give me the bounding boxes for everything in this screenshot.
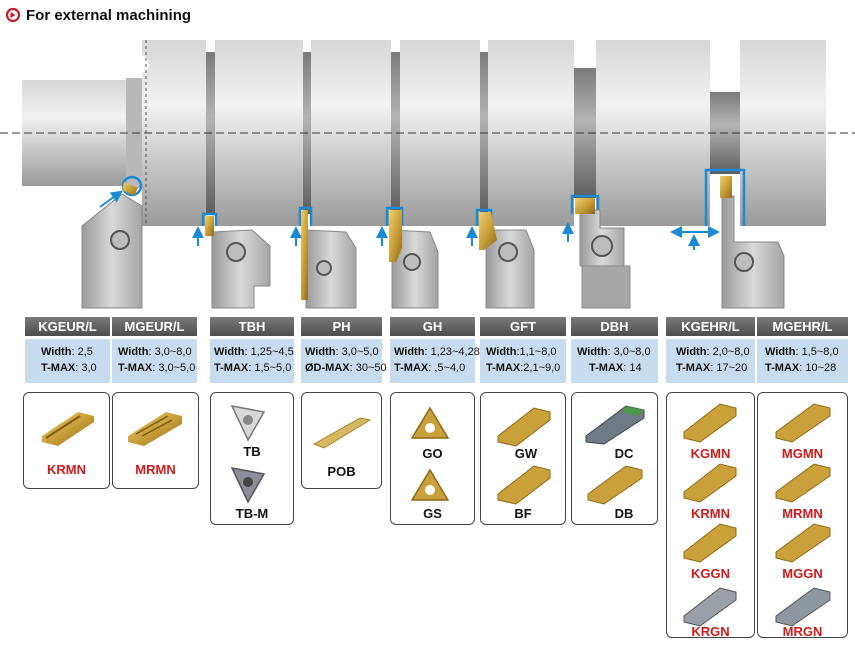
header-ph: PH (301, 317, 382, 336)
insert-krmn-image (42, 412, 94, 446)
insert-label: MRGN (782, 624, 823, 639)
insert-label: POB (327, 464, 356, 479)
insert-pob-image (312, 417, 372, 449)
insert-mrmn-2-image (775, 463, 831, 503)
spec-dbh: Width: 3,0~8,0 T-MAX: 14 (571, 339, 658, 383)
insert-mrmn-image (128, 412, 182, 446)
insert-krgn-image (683, 587, 737, 627)
insert-label: TB (243, 444, 261, 459)
insert-mggn-image (775, 523, 831, 563)
header-mgehr: MGEHR/L (757, 317, 848, 336)
insert-label: DC (614, 446, 634, 461)
insert-label: KGGN (691, 566, 730, 581)
insert-kggn-image (683, 523, 737, 563)
insert-tb-m-image (230, 466, 266, 504)
insert-krmn-2-image (683, 463, 737, 503)
spec-tbh: Width: 1,25~4,5 T-MAX: 1,5~5,0 (210, 339, 294, 383)
insert-card-ph (301, 392, 382, 489)
header-tbh: TBH (210, 317, 294, 336)
insert-label: GO (422, 446, 443, 461)
insert-label: MRMN (135, 462, 176, 477)
insert-card-mgeur (112, 392, 199, 489)
insert-gw-image (497, 407, 551, 447)
spec-kgehr: Width: 2,0~8,0 T-MAX: 17~20 (666, 339, 755, 383)
insert-label: KRMN (47, 462, 86, 477)
section-title: For external machining (6, 7, 191, 24)
spec-gh: Width: 1,23~4,28 T-MAX: ,5~4,0 (390, 339, 480, 383)
header-dbh: DBH (571, 317, 658, 336)
insert-label: BF (514, 506, 532, 521)
insert-card-gft (480, 392, 566, 525)
insert-label: GW (514, 446, 538, 461)
insert-bf-image (497, 465, 551, 505)
spec-gft: Width:1,1~8,0 T-MAX:2,1~9,0 (480, 339, 566, 383)
machining-diagram (0, 7, 855, 309)
insert-label: KRGN (691, 624, 730, 639)
insert-tb-image (230, 404, 266, 442)
insert-go-image (410, 406, 450, 439)
insert-dc-image (585, 405, 645, 445)
spec-mgeur: Width: 3,0~8,0 T-MAX: 3,0~5,0 (112, 339, 197, 383)
insert-label: KRMN (691, 506, 730, 521)
header-mgeur: MGEUR/L (112, 317, 197, 336)
insert-gs-image (410, 468, 450, 501)
insert-label: TB-M (235, 506, 269, 521)
header-kgeur: KGEUR/L (25, 317, 110, 336)
insert-label: KGMN (690, 446, 731, 461)
insert-kgmn-image (683, 403, 737, 443)
spec-ph: Width: 3,0~5,0 ØD-MAX: 30~50 (301, 339, 387, 383)
circle-arrow-icon (5, 7, 21, 23)
spec-kgeur: Width: 2,5 T-MAX: 3,0 (25, 339, 110, 383)
insert-db-image (587, 465, 643, 505)
insert-label: MGGN (782, 566, 823, 581)
header-gh: GH (390, 317, 475, 336)
insert-label: DB (614, 506, 634, 521)
insert-label: MGMN (781, 446, 824, 461)
insert-label: MRMN (782, 506, 823, 521)
tool-holders (81, 176, 785, 309)
spec-mgehr: Width: 1,5~8,0 T-MAX: 10~28 (757, 339, 848, 383)
header-gft: GFT (480, 317, 566, 336)
insert-card-kgeur (23, 392, 110, 489)
insert-mrgn-image (775, 587, 831, 627)
insert-label: GS (423, 506, 442, 521)
header-kgehr: KGEHR/L (666, 317, 755, 336)
feed-arrows (99, 190, 720, 250)
page-title: For external machining (26, 7, 192, 24)
insert-mgmn-image (775, 403, 831, 443)
